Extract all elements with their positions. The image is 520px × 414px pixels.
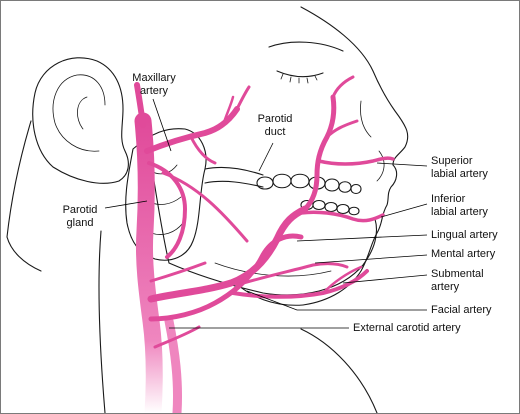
nasolabial-line (376, 150, 385, 182)
eyelid (276, 70, 324, 78)
label-parotid-duct: Parotid duct (257, 113, 293, 138)
shoulder-line (6, 236, 42, 272)
ear-inner-2 (77, 96, 88, 130)
mental-artery (235, 262, 349, 287)
leader-lines (104, 98, 428, 329)
parotid-duct-outline (204, 166, 264, 188)
label-maxillary-artery: Maxillary artery (132, 72, 176, 97)
neck-front (300, 328, 378, 413)
mandible (168, 218, 378, 296)
upper-teeth (256, 173, 362, 195)
maxillary-artery (144, 106, 240, 154)
head-outline (6, 6, 409, 413)
face-profile (300, 6, 409, 306)
label-lingual-artery: Lingual artery (431, 229, 498, 241)
label-inferior-labial-artery: Inferior labial artery (431, 193, 488, 218)
label-parotid-gland: Parotid gland (62, 204, 98, 229)
ear (32, 57, 129, 184)
parotid-gland (125, 128, 207, 261)
ear-inner (52, 74, 106, 152)
label-submental-artery: Submental artery (431, 268, 484, 293)
internal-branch (164, 316, 183, 413)
external-carotid-artery (134, 112, 163, 413)
neck-back (98, 230, 106, 413)
back-of-head (6, 120, 32, 238)
artery-network (134, 75, 395, 413)
cheek-line (360, 100, 372, 138)
label-superior-labial-artery: Superior labial artery (431, 155, 488, 180)
label-external-carotid-artery: External carotid artery (353, 322, 461, 334)
superficial-temporal-artery (134, 82, 146, 128)
inferior-labial-artery (299, 210, 385, 223)
facial-artery (147, 205, 309, 303)
eyelashes (280, 73, 318, 84)
eyebrow (268, 41, 344, 52)
label-facial-artery: Facial artery (431, 304, 492, 316)
label-mental-artery: Mental artery (431, 248, 496, 260)
superior-labial-artery (317, 156, 395, 166)
